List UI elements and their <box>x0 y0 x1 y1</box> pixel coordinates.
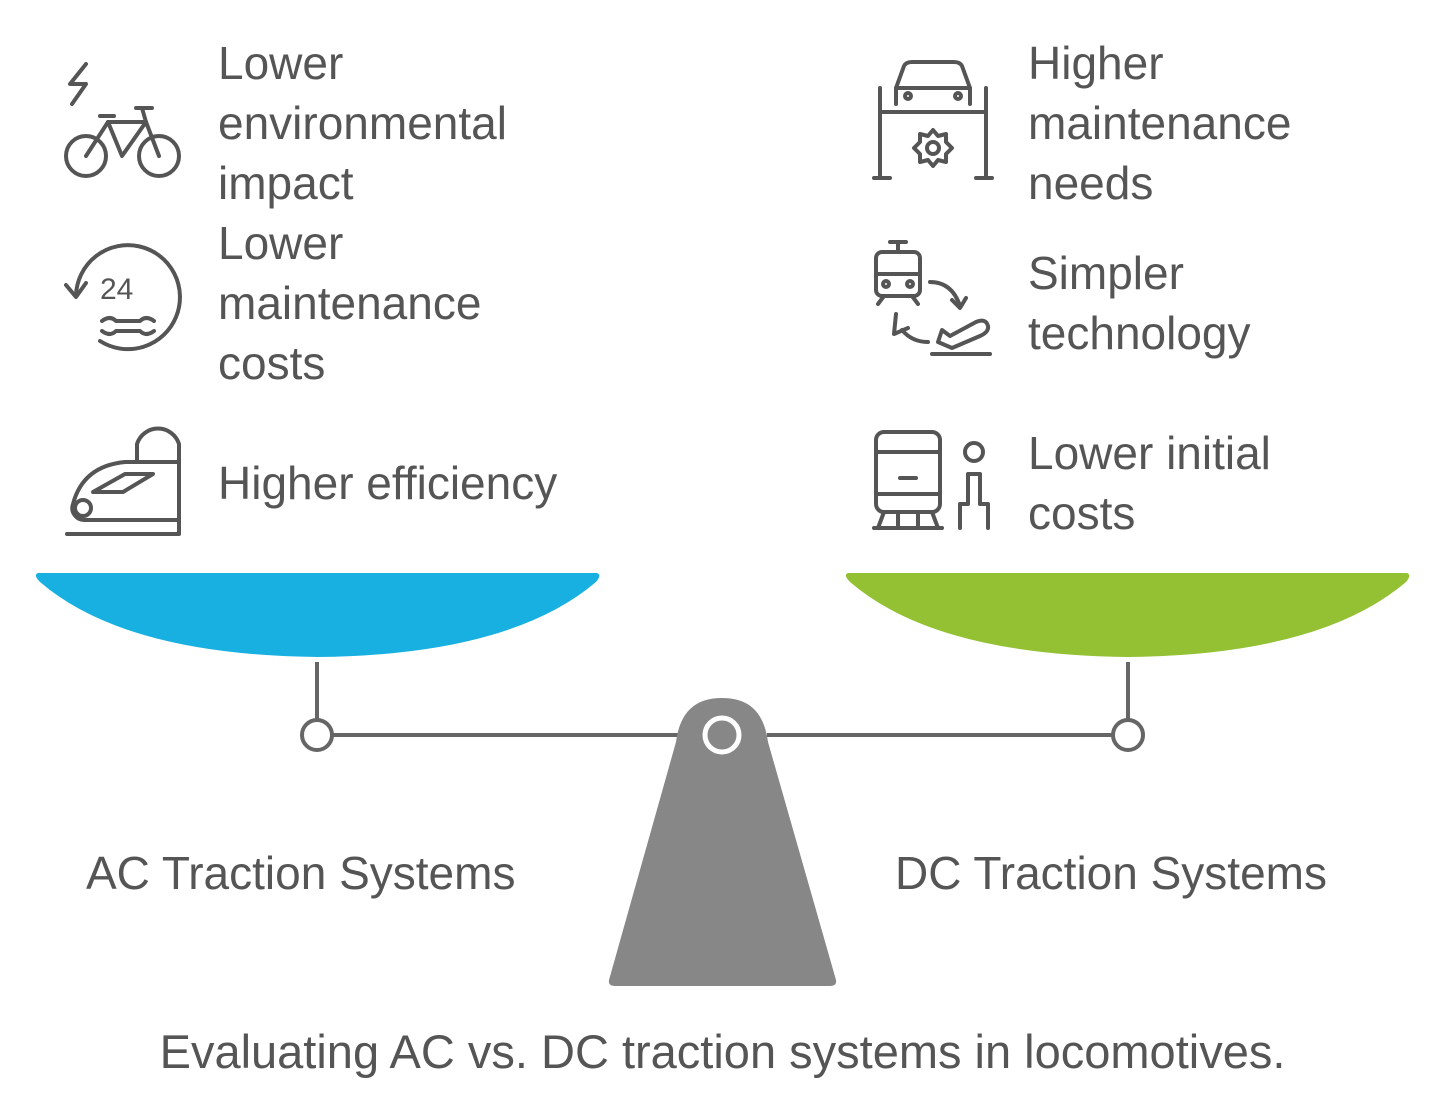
dc-pivot <box>1111 718 1145 752</box>
train-plane-exchange-icon <box>874 240 992 356</box>
dc-item-1-text: Higher maintenance needs <box>1028 37 1292 209</box>
ac-pivot <box>300 718 334 752</box>
24h-service-icon: 24 <box>64 243 182 352</box>
ac-pan <box>35 573 600 657</box>
electric-bike-icon <box>64 62 181 178</box>
dc-pan <box>845 573 1410 657</box>
ac-item-3-text: Higher efficiency <box>218 457 558 509</box>
center-pivot <box>702 715 742 755</box>
ac-item-2-text: Lower maintenance costs <box>218 217 482 389</box>
diagram-caption: Evaluating AC vs. DC traction systems in… <box>159 1025 1286 1078</box>
train-passenger-icon <box>872 430 990 530</box>
dc-label: DC Traction Systems <box>895 847 1327 899</box>
high-speed-train-icon <box>65 426 181 536</box>
ac-item-1-text: Lower environmental impact <box>218 37 507 209</box>
car-lift-service-icon <box>872 60 994 180</box>
dc-item-3-text: Lower initial costs <box>1028 427 1271 539</box>
svg-text:24: 24 <box>100 273 133 306</box>
dc-item-2-text: Simpler technology <box>1028 247 1251 359</box>
fulcrum <box>608 698 837 986</box>
ac-label: AC Traction Systems <box>86 847 516 899</box>
